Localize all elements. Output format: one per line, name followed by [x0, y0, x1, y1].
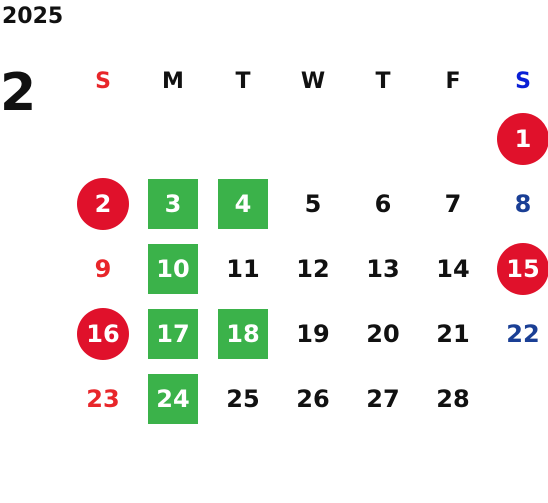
day-number-sun[interactable]: 23	[86, 384, 120, 413]
day-number-fri[interactable]: 21	[436, 319, 470, 348]
day-number-fri[interactable]: 7	[444, 189, 462, 218]
day-number-thu[interactable]: 6	[374, 189, 392, 218]
day-cell	[208, 106, 278, 171]
day-cell: 14	[418, 236, 488, 301]
weekday-header-sun: S	[95, 68, 111, 94]
day-cell: 18	[208, 301, 278, 366]
month-number: 2	[0, 63, 37, 123]
day-number-sat[interactable]: 22	[506, 319, 540, 348]
day-cell: 23	[68, 366, 138, 431]
day-number-sun[interactable]: 9	[94, 254, 112, 283]
day-number-fri[interactable]: 28	[436, 384, 470, 413]
weekday-header-fri: F	[445, 68, 461, 94]
day-number-mon[interactable]: 17	[148, 308, 198, 359]
year-label: 2025	[2, 4, 64, 29]
day-number-fri[interactable]: 14	[436, 254, 470, 283]
day-cell	[68, 106, 138, 171]
day-number-sat[interactable]: 15	[497, 242, 548, 295]
day-cell: 19	[278, 301, 348, 366]
day-number-mon[interactable]: 24	[148, 373, 198, 424]
day-number-wed[interactable]: 5	[304, 189, 322, 218]
day-number-wed[interactable]: 12	[296, 254, 330, 283]
day-number-mon[interactable]: 10	[148, 243, 198, 294]
day-cell: 7	[418, 171, 488, 236]
weekday-header-wed: W	[300, 68, 326, 94]
day-number-thu[interactable]: 27	[366, 384, 400, 413]
day-number-sun[interactable]: 16	[77, 307, 129, 360]
day-cell: 17	[138, 301, 208, 366]
day-number-tue[interactable]: 18	[218, 308, 268, 359]
day-number-sat[interactable]: 1	[497, 112, 548, 165]
day-cell: 21	[418, 301, 488, 366]
day-number-tue[interactable]: 25	[226, 384, 260, 413]
day-cell	[278, 106, 348, 171]
day-cell: 25	[208, 366, 278, 431]
weekday-header-mon: M	[162, 68, 184, 94]
day-cell: 9	[68, 236, 138, 301]
day-number-wed[interactable]: 19	[296, 319, 330, 348]
day-cell: 3	[138, 171, 208, 236]
day-cell: 1	[488, 106, 548, 171]
day-cell: 2	[68, 171, 138, 236]
day-cell	[418, 106, 488, 171]
day-cell: 4	[208, 171, 278, 236]
weekday-header-thu: T	[375, 68, 391, 94]
day-cell: 26	[278, 366, 348, 431]
day-cell: 10	[138, 236, 208, 301]
day-cell: 24	[138, 366, 208, 431]
day-cell: 12	[278, 236, 348, 301]
day-cell: 22	[488, 301, 548, 366]
day-cell: 8	[488, 171, 548, 236]
day-cell	[138, 106, 208, 171]
day-number-thu[interactable]: 20	[366, 319, 400, 348]
weekday-header-tue: T	[235, 68, 251, 94]
day-cell: 6	[348, 171, 418, 236]
day-number-wed[interactable]: 26	[296, 384, 330, 413]
day-number-sat[interactable]: 8	[514, 189, 532, 218]
day-cell: 11	[208, 236, 278, 301]
day-cell: 15	[488, 236, 548, 301]
day-cell: 20	[348, 301, 418, 366]
day-cell: 28	[418, 366, 488, 431]
day-number-thu[interactable]: 13	[366, 254, 400, 283]
day-cell: 13	[348, 236, 418, 301]
day-number-mon[interactable]: 3	[148, 178, 198, 229]
day-number-sun[interactable]: 2	[77, 177, 129, 230]
day-cell: 5	[278, 171, 348, 236]
day-cell	[488, 366, 548, 431]
day-number-tue[interactable]: 4	[218, 178, 268, 229]
day-cell	[348, 106, 418, 171]
day-number-tue[interactable]: 11	[226, 254, 260, 283]
day-cell: 16	[68, 301, 138, 366]
weekday-header-sat: S	[515, 68, 531, 94]
day-cell: 27	[348, 366, 418, 431]
